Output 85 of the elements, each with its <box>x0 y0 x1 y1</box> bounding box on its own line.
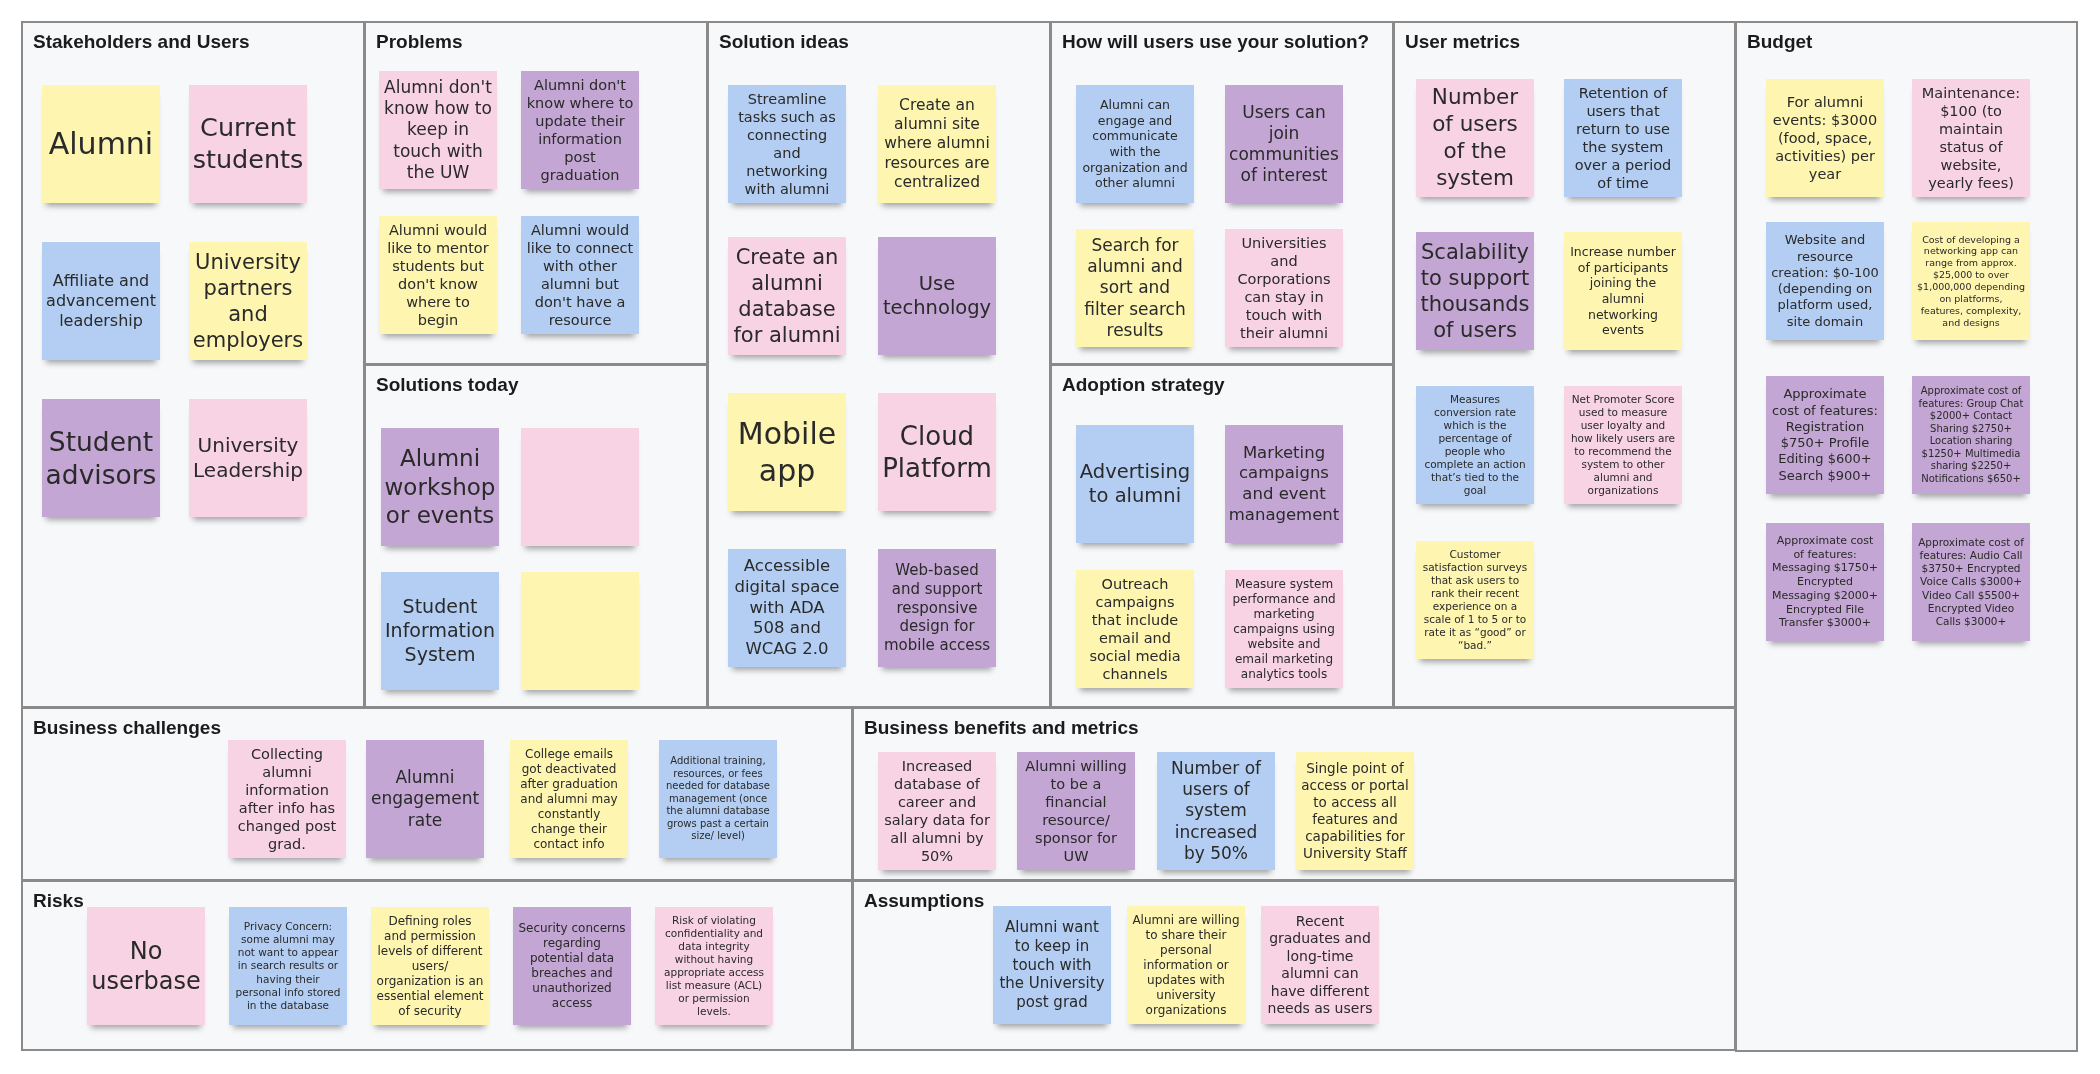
sticky-note: Universities and Corporations can stay in touch with their alumni <box>1225 229 1343 347</box>
sticky-note: Approximate cost of features: Group Chat $2000+ Contact Sharing $2750+ Location sharing $1250+ Multimedia sharing $2250+ Notifications $650+ <box>1912 376 2030 494</box>
sticky-note: Search for alumni and sort and filter search results <box>1076 229 1194 347</box>
sticky-note <box>521 428 639 546</box>
sticky-note <box>521 572 639 690</box>
sticky-note: Approximate cost of features: Registration $750+ Profile Editing $600+ Search $900+ <box>1766 376 1884 494</box>
section-heading: Risks <box>33 890 84 912</box>
sticky-note: Alumni would like to mentor students but don't know where to begin <box>379 216 497 334</box>
sticky-note: Accessible digital space with ADA 508 and WCAG 2.0 <box>728 549 846 667</box>
sticky-note: Approximate cost of features: Audio Call $3750+ Encrypted Voice Calls $3000+ Video Call $5500+ Encrypted Video Calls $3000+ <box>1912 523 2030 641</box>
sticky-note: Measure system performance and marketing campaigns using website and email marketing analytics tools <box>1225 570 1343 688</box>
sticky-note: Streamline tasks such as connecting and networking with alumni <box>728 85 846 203</box>
sticky-note: Increased database of career and salary data for all alumni by 50% <box>878 752 996 870</box>
sticky-note: Web-based and support responsive design for mobile access <box>878 549 996 667</box>
sticky-note: Alumni don't know how to keep in touch with the UW <box>379 71 497 189</box>
section-heading: Problems <box>376 31 463 53</box>
section-panel <box>364 364 708 708</box>
sticky-note: Number of users of the system <box>1416 79 1534 197</box>
section-heading: User metrics <box>1405 31 1521 53</box>
sticky-note: Create an alumni site where alumni resources are centralized <box>878 85 996 203</box>
sticky-note: Outreach campaigns that include email and social media channels <box>1076 570 1194 688</box>
sticky-note: Student Information System <box>381 572 499 690</box>
sticky-note: Defining roles and permission levels of different users/ organization is an essential element of security <box>371 907 489 1025</box>
section-panel <box>1393 21 1736 708</box>
section-panel <box>1735 21 2078 1052</box>
sticky-note: Maintenance: $100 (to maintain status of website, yearly fees) <box>1912 79 2030 197</box>
sticky-note: Student advisors <box>42 399 160 517</box>
sticky-note: Cloud Platform <box>878 393 996 511</box>
section-panel <box>21 707 853 881</box>
sticky-note: Create an alumni database for alumni <box>728 237 846 355</box>
section-heading: Business benefits and metrics <box>864 717 1139 739</box>
sticky-note: Advertising to alumni <box>1076 425 1194 543</box>
section-panel <box>1050 364 1394 708</box>
sticky-note: Alumni willing to be a financial resource/ sponsor for UW <box>1017 752 1135 870</box>
sticky-note: Affiliate and advancement leadership <box>42 242 160 360</box>
sticky-note: Number of users of system increased by 50% <box>1157 752 1275 870</box>
sticky-note: Alumni workshop or events <box>381 428 499 546</box>
sticky-note: Alumni <box>42 85 160 203</box>
sticky-note: Alumni engagement rate <box>366 740 484 858</box>
sticky-note: No userbase <box>87 907 205 1025</box>
section-panel <box>707 21 1051 708</box>
sticky-note: Retention of users that return to use the system over a period of time <box>1564 79 1682 197</box>
sticky-note: Single point of access or portal to access all features and capabilities for University Staff <box>1296 752 1414 870</box>
sticky-note: Mobile app <box>728 393 846 511</box>
sticky-note: Alumni would like to connect with other alumni but don't have a resource <box>521 216 639 334</box>
sticky-note: Cost of developing a networking app can range from approx. $25,000 to over $1,000,000 depending on platforms, features, complexity, and designs <box>1912 222 2030 340</box>
sticky-note: Measures conversion rate which is the percentage of people who complete an action that’s tied to the goal <box>1416 386 1534 504</box>
section-panel <box>852 880 1736 1051</box>
section-panel <box>21 21 365 708</box>
section-panel <box>1050 21 1394 365</box>
sticky-note: Privacy Concern: some alumni may not want to appear in search results or having their personal info stored in the database <box>229 907 347 1025</box>
section-heading: Adoption strategy <box>1062 374 1225 396</box>
section-heading: Business challenges <box>33 717 221 739</box>
section-heading: How will users use your solution? <box>1062 31 1370 53</box>
sticky-note: Users can join communities of interest <box>1225 85 1343 203</box>
sticky-note: Alumni don't know where to update their information post graduation <box>521 71 639 189</box>
sticky-note: Increase number of participants joining the alumni networking events <box>1564 232 1682 350</box>
section-panel <box>852 707 1736 881</box>
sticky-note: University Leadership <box>189 399 307 517</box>
sticky-note: Risk of violating confidentiality and data integrity without having appropriate access list measure (ACL) or permission levels. <box>655 907 773 1025</box>
sticky-note: University partners and employers <box>189 242 307 360</box>
sticky-note: Security concerns regarding potential data breaches and unauthorized access <box>513 907 631 1025</box>
sticky-note: Scalability to support thousands of users <box>1416 232 1534 350</box>
sticky-note: Use technology <box>878 237 996 355</box>
sticky-note: Alumni want to keep in touch with the University post grad <box>993 906 1111 1024</box>
sticky-note: Website and resource creation: $0-100 (depending on platform used, site domain <box>1766 222 1884 340</box>
sticky-note: Marketing campaigns and event management <box>1225 425 1343 543</box>
sticky-note: Collecting alumni information after info has changed post grad. <box>228 740 346 858</box>
sticky-note: Recent graduates and long-time alumni can have different needs as users <box>1261 906 1379 1024</box>
section-heading: Solutions today <box>376 374 519 396</box>
sticky-note: For alumni events: $3000 (food, space, activities) per year <box>1766 79 1884 197</box>
section-heading: Solution ideas <box>719 31 849 53</box>
section-panel <box>364 21 708 365</box>
sticky-note: Approximate cost of features: Messaging $1750+ Encrypted Messaging $2000+ Encrypted File Transfer $3000+ <box>1766 523 1884 641</box>
section-panel <box>21 880 853 1051</box>
sticky-note: Net Promoter Score used to measure user loyalty and how likely users are to recommend the system to other alumni and organizations <box>1564 386 1682 504</box>
section-heading: Assumptions <box>864 890 985 912</box>
sticky-note: Additional training, resources, or fees needed for database management (once the alumni database grows past a certain size/ level) <box>659 740 777 858</box>
sticky-note: College emails got deactivated after graduation and alumni may constantly change their contact info <box>510 740 628 858</box>
sticky-note: Customer satisfaction surveys that ask users to rank their recent experience on a scale of 1 to 5 or to rate it as “good” or “bad.” <box>1416 541 1534 659</box>
sticky-note: Alumni can engage and communicate with the organization and other alumni <box>1076 85 1194 203</box>
section-heading: Stakeholders and Users <box>33 31 250 53</box>
section-heading: Budget <box>1747 31 1813 53</box>
sticky-note: Alumni are willing to share their personal information or updates with university organizations <box>1127 906 1245 1024</box>
sticky-note: Current students <box>189 85 307 203</box>
